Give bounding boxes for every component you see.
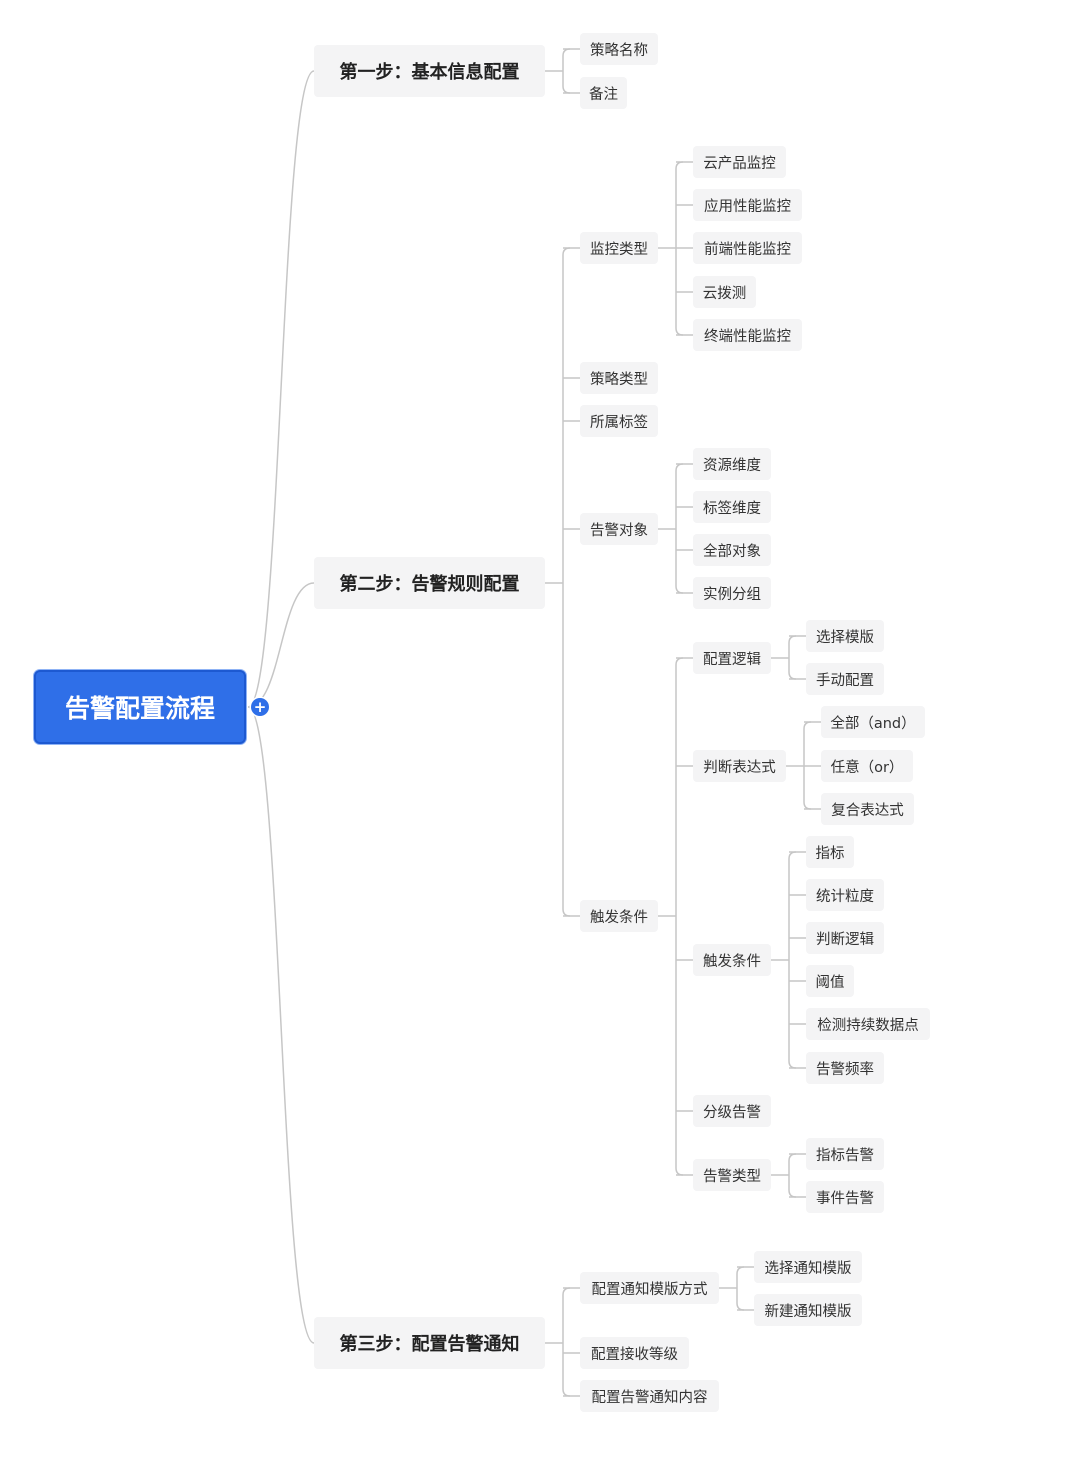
condition-item[interactable]: 指标 xyxy=(806,836,854,868)
monitor-type-item[interactable]: 前端性能监控 xyxy=(693,232,802,264)
step1-node[interactable]: 第一步：基本信息配置 xyxy=(314,45,545,97)
connector-line xyxy=(788,851,797,1069)
level-alert-node[interactable]: 分级告警 xyxy=(693,1095,771,1127)
notify-content-node[interactable]: 配置告警通知内容 xyxy=(580,1380,719,1412)
policy-name-node[interactable]: 策略名称 xyxy=(580,33,658,65)
monitor-type-item[interactable]: 终端性能监控 xyxy=(693,319,802,351)
trigger-node[interactable]: 触发条件 xyxy=(580,900,658,932)
connector-line xyxy=(247,706,315,1344)
alert-type-item[interactable]: 事件告警 xyxy=(806,1181,884,1213)
policy-type-node[interactable]: 策略类型 xyxy=(580,362,658,394)
alert-type-node[interactable]: 告警类型 xyxy=(693,1159,771,1191)
receive-level-node[interactable]: 配置接收等级 xyxy=(580,1337,689,1369)
config-logic-item[interactable]: 手动配置 xyxy=(806,663,884,695)
tags-node[interactable]: 所属标签 xyxy=(580,405,658,437)
monitor-type-item[interactable]: 应用性能监控 xyxy=(693,189,802,221)
alert-object-node[interactable]: 告警对象 xyxy=(580,513,658,545)
condition-item[interactable]: 检测持续数据点 xyxy=(806,1008,930,1040)
step3-node[interactable]: 第三步：配置告警通知 xyxy=(314,1317,545,1369)
connector-line xyxy=(562,48,571,94)
root-node[interactable]: 告警配置流程 xyxy=(34,670,246,744)
alert-object-item[interactable]: 资源维度 xyxy=(693,448,771,480)
connector-line xyxy=(788,635,797,680)
alert-object-item[interactable]: 标签维度 xyxy=(693,491,771,523)
condition-item[interactable]: 阈值 xyxy=(806,965,854,997)
template-method-item[interactable]: 新建通知模版 xyxy=(754,1294,862,1326)
config-logic-node[interactable]: 配置逻辑 xyxy=(693,642,771,674)
monitor-type-item[interactable]: 云产品监控 xyxy=(693,146,786,178)
condition-item[interactable]: 告警频率 xyxy=(806,1052,884,1084)
root-label: 告警配置流程 xyxy=(64,694,215,723)
template-method-node[interactable]: 配置通知模版方式 xyxy=(580,1272,719,1304)
expression-item[interactable]: 全部（and） xyxy=(821,706,925,738)
monitor-type-item[interactable]: 云拨测 xyxy=(693,276,756,308)
expression-item[interactable]: 任意（or） xyxy=(821,750,913,782)
connector-line xyxy=(788,1153,797,1198)
remark-node[interactable]: 备注 xyxy=(580,77,627,109)
alert-object-item[interactable]: 全部对象 xyxy=(693,534,771,566)
expand-plus-icon[interactable]: + xyxy=(251,698,269,716)
condition-item[interactable]: 判断逻辑 xyxy=(806,922,884,954)
connector-line xyxy=(562,1287,571,1397)
connector-line xyxy=(562,247,571,917)
step2-node[interactable]: 第二步：告警规则配置 xyxy=(314,557,545,609)
expression-node[interactable]: 判断表达式 xyxy=(693,750,786,782)
condition-node[interactable]: 触发条件 xyxy=(693,944,771,976)
alert-object-item[interactable]: 实例分组 xyxy=(693,577,771,609)
config-logic-item[interactable]: 选择模版 xyxy=(806,620,884,652)
alert-type-item[interactable]: 指标告警 xyxy=(806,1138,884,1170)
connector-line xyxy=(736,1266,745,1311)
expression-item[interactable]: 复合表达式 xyxy=(821,793,914,825)
template-method-item[interactable]: 选择通知模版 xyxy=(754,1251,862,1283)
connector-line xyxy=(675,657,684,1176)
monitor-type-node[interactable]: 监控类型 xyxy=(580,232,658,264)
connector-line xyxy=(247,70,315,708)
connector-line xyxy=(675,463,684,594)
condition-item[interactable]: 统计粒度 xyxy=(806,879,884,911)
